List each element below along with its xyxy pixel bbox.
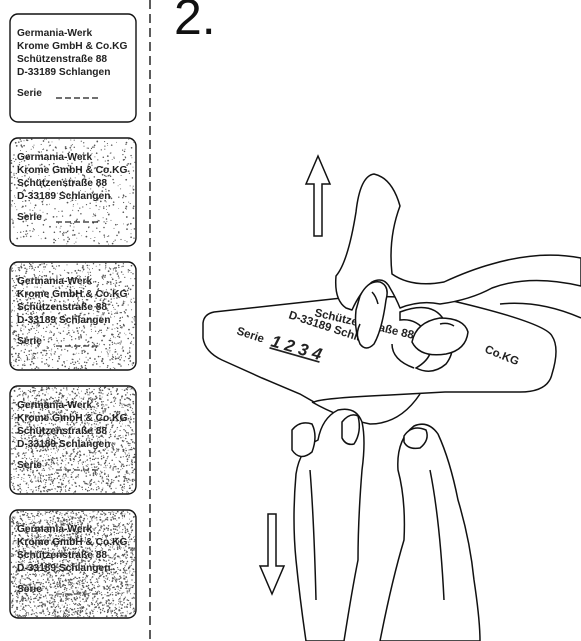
step-number: 2.: [174, 0, 216, 42]
label-line: Schützenstraße 88: [17, 178, 107, 189]
label-line: D-33189 Schlangen: [17, 315, 110, 326]
label-line: Krome GmbH & Co.KG: [17, 289, 127, 300]
upper-hand: [336, 174, 581, 355]
label-serie: Serie: [17, 88, 42, 99]
lower-hand: [292, 409, 480, 641]
label-line: Germania-Werk: [17, 276, 92, 287]
label-line: D-33189 Schlangen: [17, 67, 110, 78]
label-line: Schützenstraße 88: [17, 54, 107, 65]
label-line: Schützenstraße 88: [17, 426, 107, 437]
label-line: Schützenstraße 88: [17, 550, 107, 561]
label-line: D-33189 Schlangen: [17, 191, 110, 202]
label-line: Krome GmbH & Co.KG: [17, 165, 127, 176]
label-line: Germania-Werk: [17, 400, 92, 411]
label-serie: Serie: [17, 584, 42, 595]
label-line: D-33189 Schlangen: [17, 439, 110, 450]
label-line: Germania-Werk: [17, 28, 92, 39]
label-line: Schützenstraße 88: [17, 302, 107, 313]
label-line: Germania-Werk: [17, 524, 92, 535]
arrow-down-icon: [260, 514, 284, 594]
label-line: D-33189 Schlangen: [17, 563, 110, 574]
label-line: Krome GmbH & Co.KG: [17, 41, 127, 52]
label-line: Krome GmbH & Co.KG: [17, 537, 127, 548]
label-serie: Serie: [17, 212, 42, 223]
label-serie: Serie: [17, 336, 42, 347]
label-serie: Serie: [17, 460, 42, 471]
label-line: Germania-Werk: [17, 152, 92, 163]
label-line: Krome GmbH & Co.KG: [17, 413, 127, 424]
arrow-up-icon: [306, 156, 330, 236]
